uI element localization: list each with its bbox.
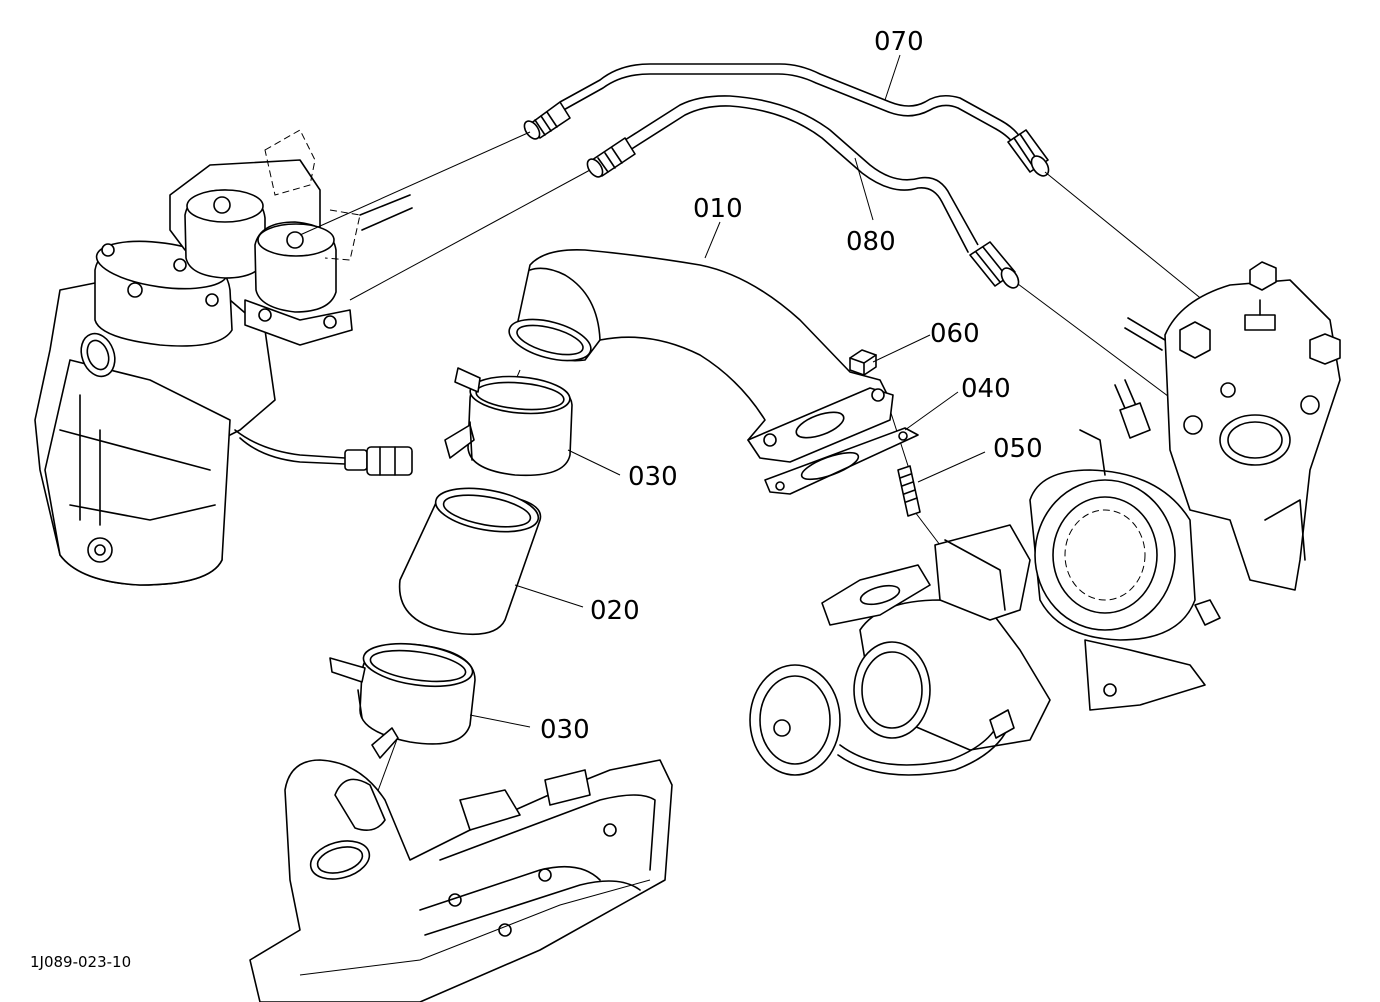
tube-080 — [586, 95, 1020, 289]
label-010: 010 — [693, 194, 743, 224]
turbocharger-assembly — [749, 261, 1341, 776]
label-040: 040 — [961, 374, 1011, 404]
stud-050 — [897, 465, 921, 517]
part-labels: 070 080 010 060 040 050 030 020 030 — [540, 27, 1043, 745]
label-030-lower: 030 — [540, 715, 590, 745]
label-080: 080 — [846, 227, 896, 257]
label-070: 070 — [874, 27, 924, 57]
tube-080-fitting-right — [969, 241, 1020, 289]
tube-070 — [523, 63, 1050, 177]
tube-070-fitting-right — [1007, 129, 1050, 177]
hose-clamp-030-upper — [444, 367, 573, 477]
nut-060 — [849, 349, 877, 376]
intake-manifold — [249, 759, 673, 1002]
egr-valve-assembly — [34, 129, 413, 586]
diagram-reference-code: 1J089-023-10 — [30, 953, 131, 971]
hose-020 — [398, 487, 542, 636]
egr-pipe-010 — [508, 248, 894, 463]
gasket-040 — [764, 427, 919, 495]
tube-080-fitting-left — [586, 137, 636, 178]
label-050: 050 — [993, 434, 1043, 464]
tube-070-fitting-left — [523, 101, 571, 140]
label-020: 020 — [590, 596, 640, 626]
hose-clamp-030-lower — [329, 642, 476, 759]
label-060: 060 — [930, 319, 980, 349]
leader-lines — [469, 54, 986, 728]
label-030-upper: 030 — [628, 462, 678, 492]
